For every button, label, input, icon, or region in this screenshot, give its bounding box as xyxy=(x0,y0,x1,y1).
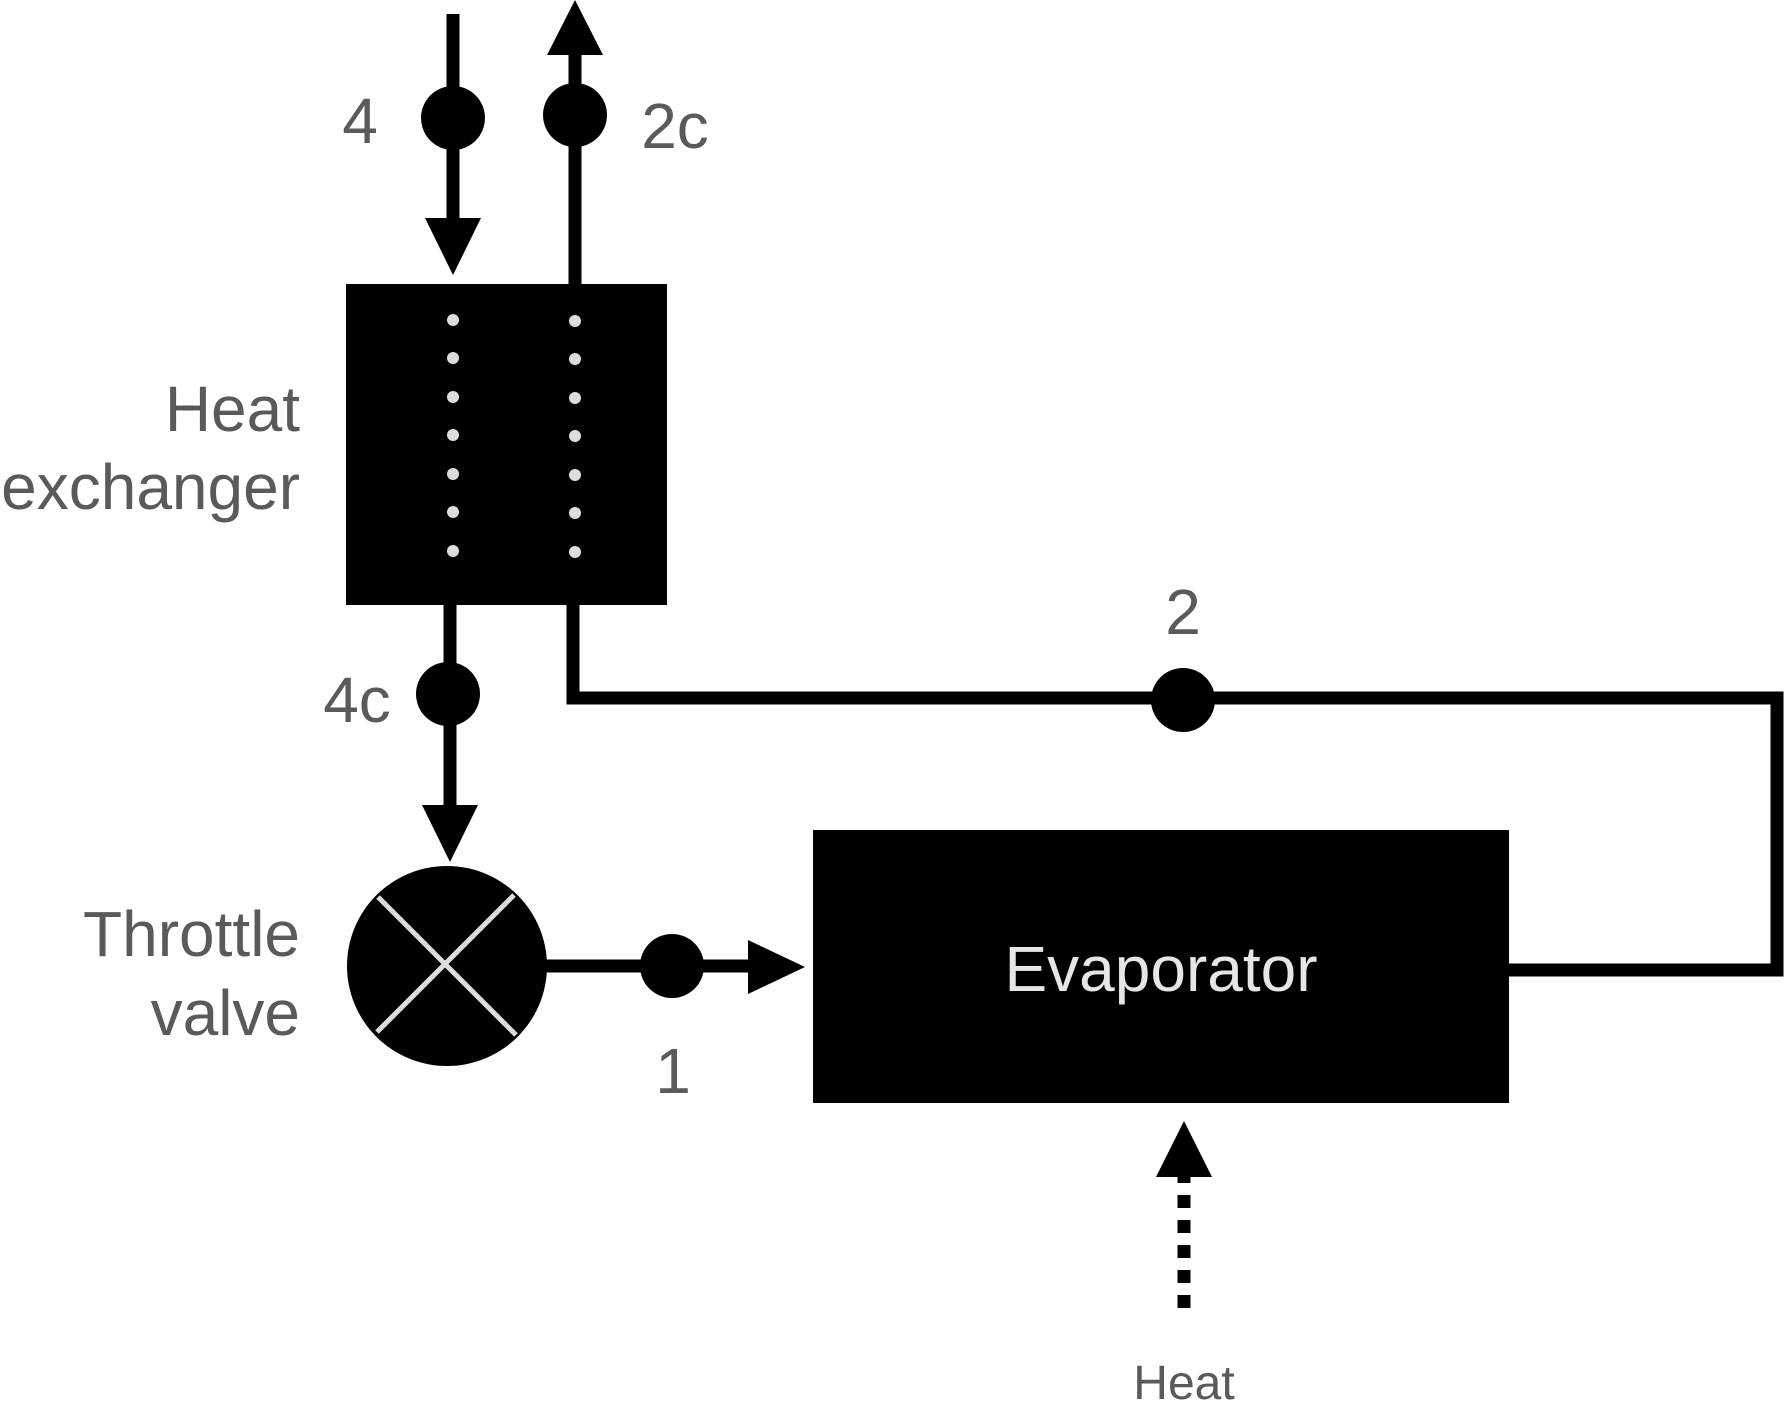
state-point-2 xyxy=(1151,668,1215,732)
state-label-2: 2 xyxy=(1165,576,1201,648)
heat-exchanger-dots-left xyxy=(447,314,459,557)
state-label-4c: 4c xyxy=(323,664,391,736)
evaporator-box xyxy=(813,830,1509,1103)
throttle-valve-label-line1: Throttle xyxy=(83,898,300,970)
arrow-up-icon xyxy=(547,0,603,55)
evaporator-label: Evaporator xyxy=(1004,933,1317,1005)
arrow-up-icon xyxy=(1156,1121,1212,1177)
state-label-4: 4 xyxy=(342,85,378,157)
throttle-valve-label-line2: valve xyxy=(151,977,300,1049)
state-label-2c: 2c xyxy=(641,90,709,162)
heat-exchanger-label-line1: Heat xyxy=(165,373,300,445)
state-point-1 xyxy=(640,934,704,998)
state-point-2c xyxy=(543,83,607,147)
throttle-valve-cross-line xyxy=(376,895,518,1037)
arrow-down-icon xyxy=(422,805,478,862)
heat-exchanger-label-line2: exchanger xyxy=(1,451,300,523)
pipe-2 xyxy=(566,605,1784,977)
state-point-4c xyxy=(416,662,480,726)
arrow-down-icon xyxy=(425,218,481,275)
state-point-4 xyxy=(421,86,485,150)
heat-exchanger-dots-right xyxy=(569,315,581,558)
arrow-right-icon xyxy=(748,940,805,994)
heat-exchanger-box xyxy=(346,284,667,605)
state-label-1: 1 xyxy=(655,1035,691,1107)
heat-input-label: Heat xyxy=(1133,1357,1234,1404)
throttle-valve-cross-line xyxy=(375,893,516,1034)
